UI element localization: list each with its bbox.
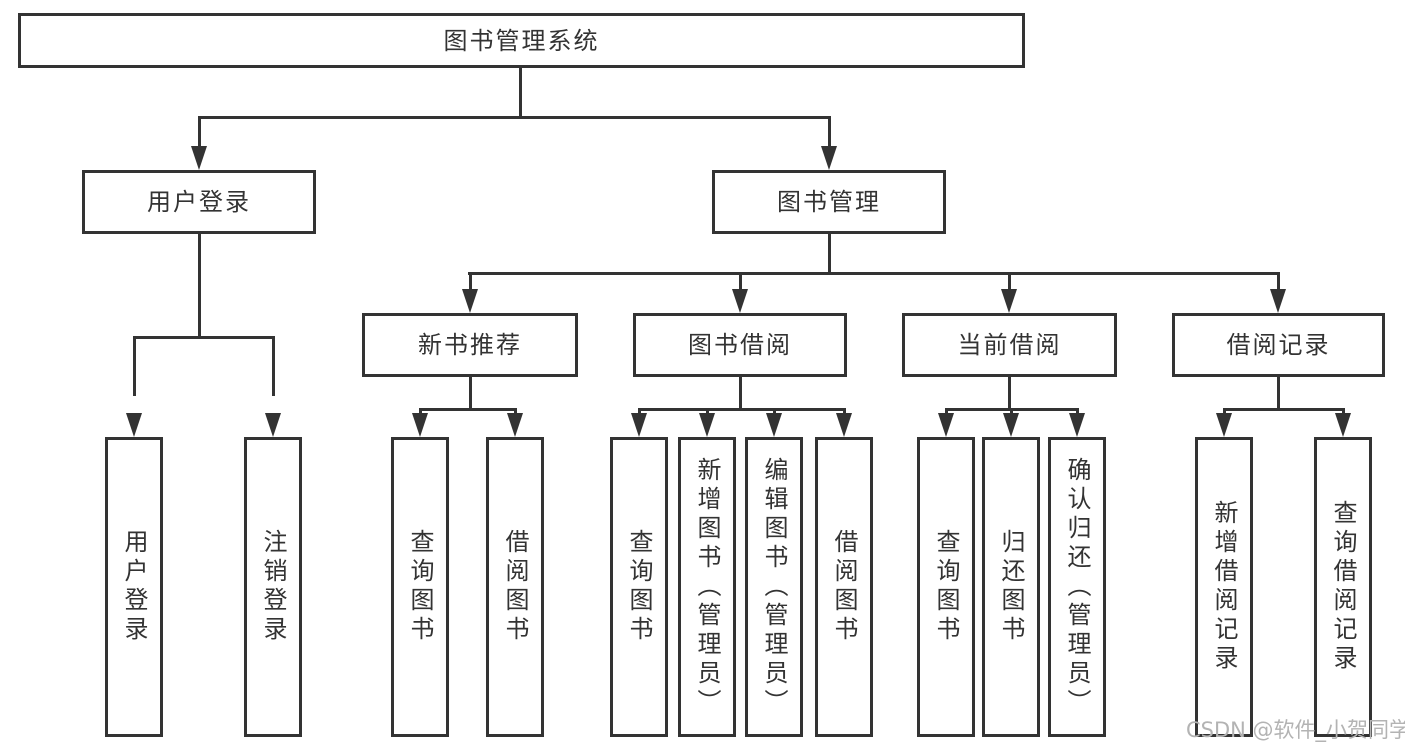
node-label: 查询借阅记录 <box>1329 500 1357 674</box>
node-current-borrow: 当前借阅 <box>902 313 1117 377</box>
connector-line <box>1008 272 1011 294</box>
connector-line <box>638 408 845 411</box>
connector-line <box>828 116 831 150</box>
connector-line <box>133 336 136 396</box>
leaf-borrow-book: 借阅图书 <box>815 437 873 737</box>
node-label: 借阅记录 <box>1226 331 1331 359</box>
node-label: 注销登录 <box>259 529 287 645</box>
arrowhead-down-icon <box>1270 289 1286 313</box>
leaf-confirm-return-admin: 确认归还（管理员） <box>1048 437 1106 737</box>
arrowhead-down-icon <box>1216 413 1232 437</box>
arrowhead-down-icon <box>126 413 142 437</box>
leaf-borrow-query-book: 查询图书 <box>610 437 668 737</box>
node-user-login: 用户登录 <box>82 170 316 234</box>
connector-line <box>133 336 275 339</box>
node-label: 图书管理 <box>777 188 881 216</box>
connector-line <box>828 234 831 274</box>
arrowhead-down-icon <box>821 146 837 170</box>
node-label: 图书管理系统 <box>443 26 600 55</box>
arrowhead-down-icon <box>836 413 852 437</box>
node-label: 当前借阅 <box>957 331 1062 359</box>
arrowhead-down-icon <box>732 289 748 313</box>
arrowhead-down-icon <box>265 413 281 437</box>
connector-line <box>469 377 472 410</box>
node-label: 新增图书（管理员） <box>693 456 721 718</box>
arrowhead-down-icon <box>1335 413 1351 437</box>
node-label: 查询图书 <box>625 529 653 645</box>
leaf-user-login: 用户登录 <box>105 437 163 737</box>
arrowhead-down-icon <box>191 146 207 170</box>
arrowhead-down-icon <box>631 413 647 437</box>
node-label: 编辑图书（管理员） <box>760 456 788 718</box>
node-new-book-recommend: 新书推荐 <box>362 313 578 377</box>
node-label: 用户登录 <box>120 529 148 645</box>
connector-line <box>1223 408 1344 411</box>
connector-line <box>739 272 742 294</box>
node-label: 借阅图书 <box>501 529 529 645</box>
node-label: 确认归还（管理员） <box>1063 456 1091 718</box>
connector-line <box>198 116 201 150</box>
connector-line <box>198 234 201 338</box>
leaf-recommend-borrow-book: 借阅图书 <box>486 437 544 737</box>
node-label: 图书借阅 <box>688 331 792 359</box>
node-label: 用户登录 <box>147 188 251 216</box>
arrowhead-down-icon <box>766 413 782 437</box>
leaf-add-borrow-record: 新增借阅记录 <box>1195 437 1253 737</box>
arrowhead-down-icon <box>462 289 478 313</box>
arrowhead-down-icon <box>1001 289 1017 313</box>
connector-line <box>468 272 1280 275</box>
leaf-current-query-book: 查询图书 <box>917 437 975 737</box>
connector-line <box>272 336 275 396</box>
leaf-logout: 注销登录 <box>244 437 302 737</box>
node-borrow-records: 借阅记录 <box>1172 313 1385 377</box>
connector-line <box>739 377 742 410</box>
connector-line <box>469 272 472 294</box>
node-label: 查询图书 <box>406 529 434 645</box>
connector-line <box>1277 272 1280 294</box>
leaf-add-book-admin: 新增图书（管理员） <box>678 437 736 737</box>
connector-line <box>1277 377 1280 410</box>
node-label: 借阅图书 <box>830 529 858 645</box>
node-label: 查询图书 <box>932 529 960 645</box>
connector-line <box>519 68 522 116</box>
arrowhead-down-icon <box>1069 413 1085 437</box>
node-system-root: 图书管理系统 <box>18 13 1025 68</box>
connector-line <box>1008 377 1011 410</box>
connector-line <box>419 408 517 411</box>
arrowhead-down-icon <box>412 413 428 437</box>
leaf-return-book: 归还图书 <box>982 437 1040 737</box>
leaf-recommend-query-book: 查询图书 <box>391 437 449 737</box>
node-label: 归还图书 <box>997 529 1025 645</box>
connector-line <box>198 116 831 119</box>
node-label: 新增借阅记录 <box>1210 500 1238 674</box>
arrowhead-down-icon <box>507 413 523 437</box>
leaf-query-borrow-record: 查询借阅记录 <box>1314 437 1372 737</box>
arrowhead-down-icon <box>1003 413 1019 437</box>
node-book-management: 图书管理 <box>712 170 946 234</box>
arrowhead-down-icon <box>938 413 954 437</box>
arrowhead-down-icon <box>699 413 715 437</box>
leaf-edit-book-admin: 编辑图书（管理员） <box>745 437 803 737</box>
node-label: 新书推荐 <box>418 331 522 359</box>
node-book-borrow: 图书借阅 <box>633 313 847 377</box>
